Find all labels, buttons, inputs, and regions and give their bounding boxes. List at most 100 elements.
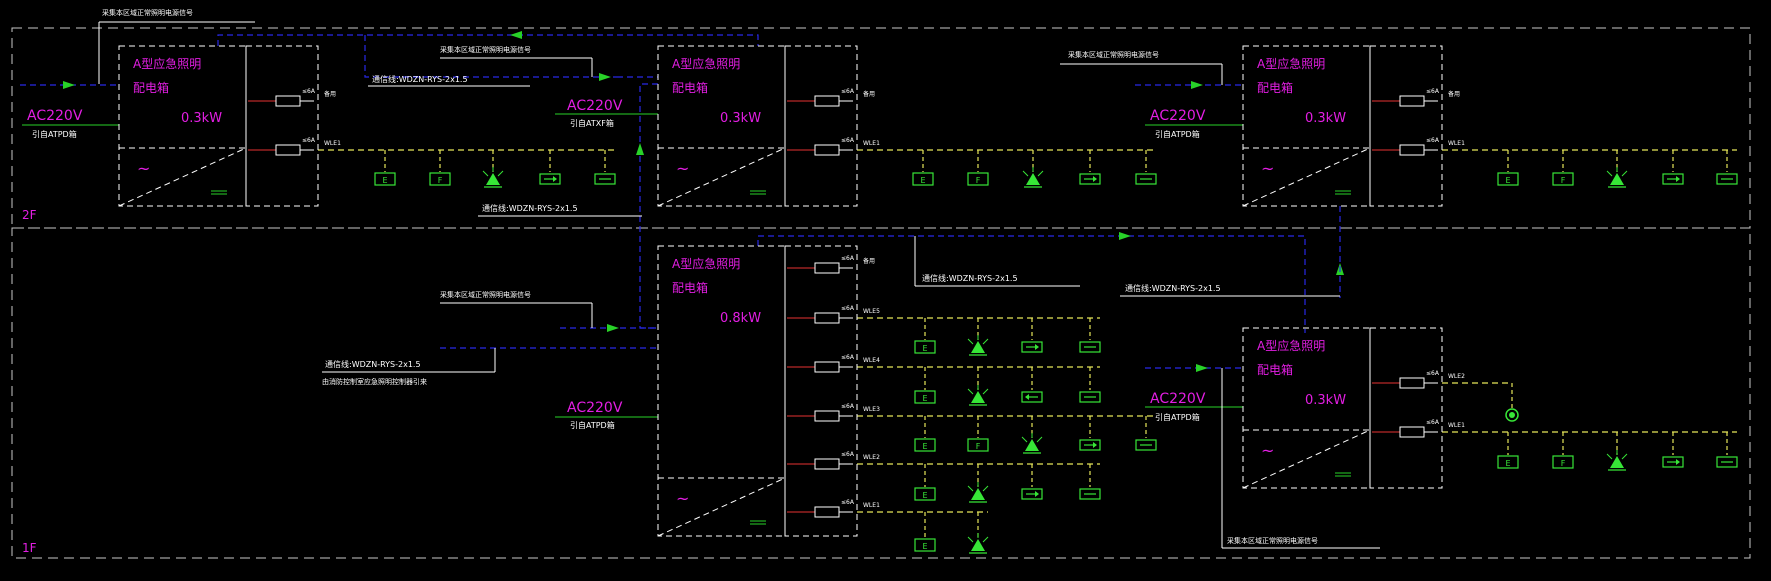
comm-label: 通信线:WDZN-RYS-2x1.5 xyxy=(325,359,421,369)
panel-power: 0.8kW xyxy=(720,311,761,326)
core xyxy=(1509,412,1515,418)
fixture-letter: F xyxy=(976,442,981,451)
inverter-diagonal xyxy=(118,147,247,207)
ac-symbol-icon: ~ xyxy=(1261,441,1274,460)
lamp-ray xyxy=(482,170,489,177)
fixture-box xyxy=(1079,391,1101,403)
panel-right-box xyxy=(784,245,858,537)
circuit-label: WLE2 xyxy=(863,454,880,461)
exit-sign-fixture: E xyxy=(914,340,936,354)
comm-line xyxy=(757,235,1306,333)
fixture-box xyxy=(1079,488,1101,500)
exit-sign-fixture: E xyxy=(374,172,396,186)
evacuation-sign-fixture xyxy=(1021,488,1043,500)
fixture-box xyxy=(1021,488,1043,500)
breaker-rating: ≤6A xyxy=(1426,88,1440,95)
fixture-letter: E xyxy=(1505,459,1510,468)
circuit-label: 备用 xyxy=(1448,90,1460,98)
panel-subtitle: 配电箱 xyxy=(133,80,169,95)
emergency-lamp-icon xyxy=(1606,450,1628,471)
ac-symbol-icon: ~ xyxy=(676,159,689,178)
floor-indicator-fixture: F xyxy=(967,438,989,452)
fixture-letter: E xyxy=(922,542,927,551)
breaker-rating: ≤6A xyxy=(1426,419,1440,426)
lamp-ray xyxy=(967,536,974,543)
panel-left-box xyxy=(1242,327,1371,489)
evacuation-sign-fixture xyxy=(1079,341,1101,353)
emergency-lamp-icon xyxy=(967,533,989,554)
lamp-ray xyxy=(1621,170,1628,177)
signal-label: 采集本区域正常照明电源信号 xyxy=(1068,50,1159,59)
panel-left-box xyxy=(657,245,786,537)
panel-power: 0.3kW xyxy=(1305,111,1346,126)
comm-source-label: 由消防控制室应急照明控制器引来 xyxy=(322,377,427,386)
evacuation-sign-fixture xyxy=(1079,173,1101,185)
lamp-ray xyxy=(1036,436,1043,443)
lamp-ray xyxy=(967,338,974,345)
signal-label: 采集本区域正常照明电源信号 xyxy=(102,8,193,17)
panel-title: A型应急照明 xyxy=(1257,56,1325,71)
lamp-shape xyxy=(486,173,500,185)
lamp-ray xyxy=(982,338,989,345)
fixture-box xyxy=(1552,172,1574,186)
lamp-shape xyxy=(971,341,985,353)
fixture-box xyxy=(914,390,936,404)
fixture-box xyxy=(1079,439,1101,451)
evacuation-sign-fixture xyxy=(1021,391,1043,403)
emergency-lamp-icon xyxy=(967,335,989,356)
arrow-right-icon xyxy=(1676,459,1680,465)
ac-symbol-icon: ~ xyxy=(676,489,689,508)
signal-arrow-icon xyxy=(607,324,619,332)
fixture-box xyxy=(374,172,396,186)
evacuation-sign-fixture xyxy=(1079,488,1101,500)
ac-symbol-icon: ~ xyxy=(1261,159,1274,178)
panel-left-box xyxy=(657,45,786,207)
panel-right-box xyxy=(784,45,858,207)
signal-arrow-icon xyxy=(599,73,611,81)
lamp-shape xyxy=(971,539,985,551)
breaker-rating: ≤6A xyxy=(1426,137,1440,144)
breaker-rating: ≤6A xyxy=(302,137,316,144)
panel-title: A型应急照明 xyxy=(1257,338,1325,353)
signal-label: 采集本区域正常照明电源信号 xyxy=(440,290,531,299)
fixture-box xyxy=(1135,173,1157,185)
fixture-box xyxy=(914,487,936,501)
arrow-right-icon xyxy=(1035,344,1039,350)
exit-sign-fixture: E xyxy=(1497,172,1519,186)
fixture-letter: E xyxy=(920,176,925,185)
breaker-rating: ≤6A xyxy=(1426,370,1440,377)
evacuation-sign-fixture xyxy=(594,173,616,185)
comm-label: 通信线:WDZN-RYS-2x1.5 xyxy=(922,273,1018,283)
floor-indicator-fixture: F xyxy=(1552,455,1574,469)
panel-title: A型应急照明 xyxy=(672,56,740,71)
panel-subtitle: 配电箱 xyxy=(672,80,708,95)
emergency-lamp-icon xyxy=(1021,433,1043,454)
feed-label: 引自ATPD箱 xyxy=(32,129,77,139)
ac-symbol-icon: ~ xyxy=(137,159,150,178)
breaker-rating: ≤6A xyxy=(841,451,855,458)
lamp-ray xyxy=(497,170,504,177)
lamp-ray xyxy=(1606,170,1613,177)
signal-arrow-icon xyxy=(1196,364,1208,372)
fixture-box xyxy=(594,173,616,185)
inverter-diagonal xyxy=(1242,147,1371,207)
comm-line xyxy=(639,83,658,329)
exit-sign-fixture: E xyxy=(1497,455,1519,469)
circuit-label: WLE1 xyxy=(863,502,880,509)
comm-line xyxy=(364,35,617,78)
circuit-label: WLE2 xyxy=(1448,373,1465,380)
breaker-icon xyxy=(814,144,840,156)
ring xyxy=(1505,408,1519,422)
lamp-shape xyxy=(1026,173,1040,185)
floor-indicator-fixture: F xyxy=(429,172,451,186)
panel-power: 0.3kW xyxy=(181,111,222,126)
breaker-rating: ≤6A xyxy=(841,354,855,361)
fixture-box xyxy=(912,172,934,186)
exit-sign-fixture: E xyxy=(914,438,936,452)
inverter-diagonal xyxy=(1242,429,1371,489)
